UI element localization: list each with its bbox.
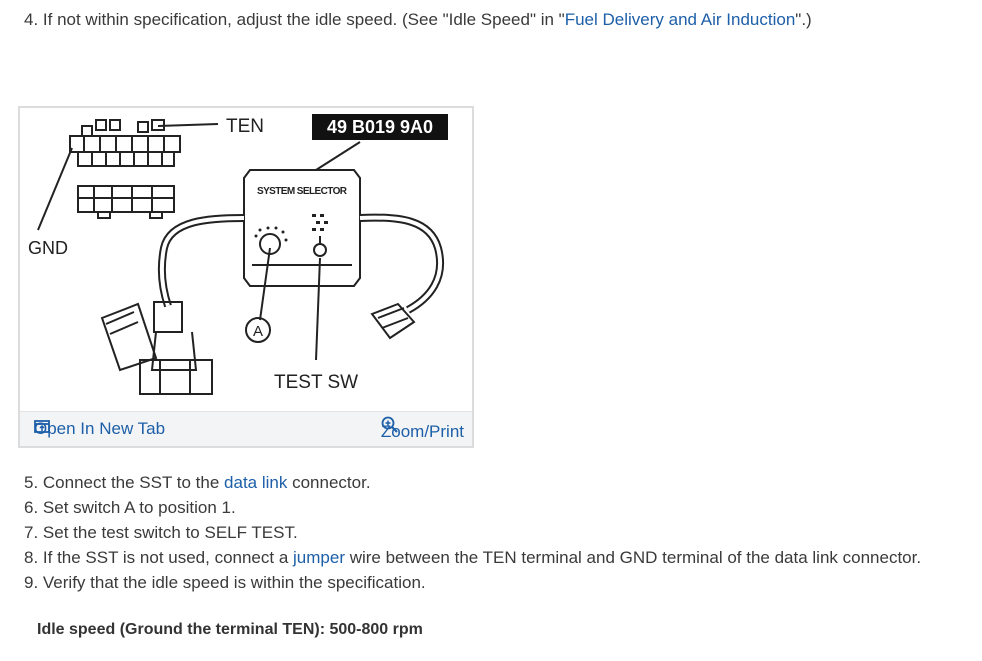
ten-label: TEN xyxy=(226,116,264,137)
sst-plug-right xyxy=(370,302,416,340)
step-7-text: 7. Set the test switch to SELF TEST. xyxy=(24,523,298,542)
step-6: 6. Set switch A to position 1. xyxy=(24,495,921,520)
step-9: 9. Verify that the idle speed is within … xyxy=(24,570,921,595)
data-link-connector xyxy=(69,119,181,167)
system-selector-label: SYSTEM SELECTOR xyxy=(257,186,348,197)
test-sw-label: TEST SW xyxy=(274,372,358,393)
diagram-figure: 49 B019 9A0 TEN GND SYSTEM SELECTOR A TE… xyxy=(18,106,474,448)
part-number-label: 49 B019 9A0 xyxy=(327,117,433,137)
step-5-suffix: connector. xyxy=(287,473,371,492)
fuel-delivery-link[interactable]: Fuel Delivery and Air Induction xyxy=(564,10,796,29)
zoom-print-label: Zoom/Print xyxy=(380,422,464,441)
gnd-label: GND xyxy=(28,238,68,258)
step-8: 8. If the SST is not used, connect a jum… xyxy=(24,545,921,570)
steps-list: 5. Connect the SST to the data link conn… xyxy=(24,470,921,595)
idle-speed-spec: Idle speed (Ground the terminal TEN): 50… xyxy=(37,621,423,638)
lower-connector xyxy=(77,185,175,219)
step-5: 5. Connect the SST to the data link conn… xyxy=(24,470,921,495)
step-6-text: 6. Set switch A to position 1. xyxy=(24,498,236,517)
open-in-new-tab-label: Open In New Tab xyxy=(34,419,166,438)
data-link-link[interactable]: data link xyxy=(224,473,288,492)
zoom-in-icon xyxy=(381,416,398,433)
step-4: 4. If not within specification, adjust t… xyxy=(24,9,812,31)
sst-plug-left xyxy=(100,301,213,395)
step-4-text: 4. If not within specification, adjust t… xyxy=(24,10,565,29)
zoom-print-button[interactable]: Zoom/Print xyxy=(381,416,464,442)
step-7: 7. Set the test switch to SELF TEST. xyxy=(24,520,921,545)
connector-diagram: 49 B019 9A0 TEN GND SYSTEM SELECTOR A TE… xyxy=(28,114,448,395)
open-in-new-tab-icon xyxy=(34,420,50,433)
jumper-link[interactable]: jumper xyxy=(293,548,345,567)
step-9-text: 9. Verify that the idle speed is within … xyxy=(24,573,426,592)
step-5-text: 5. Connect the SST to the xyxy=(24,473,225,492)
step-4-suffix: ".) xyxy=(795,10,812,29)
step-8-suffix: wire between the TEN terminal and GND te… xyxy=(344,548,922,567)
open-in-new-tab-button[interactable]: Open In New Tab xyxy=(34,419,165,439)
figure-toolbar: Open In New Tab Zoom/Print xyxy=(20,411,472,446)
switch-a-label: A xyxy=(253,323,263,340)
step-8-text: 8. If the SST is not used, connect a xyxy=(24,548,294,567)
